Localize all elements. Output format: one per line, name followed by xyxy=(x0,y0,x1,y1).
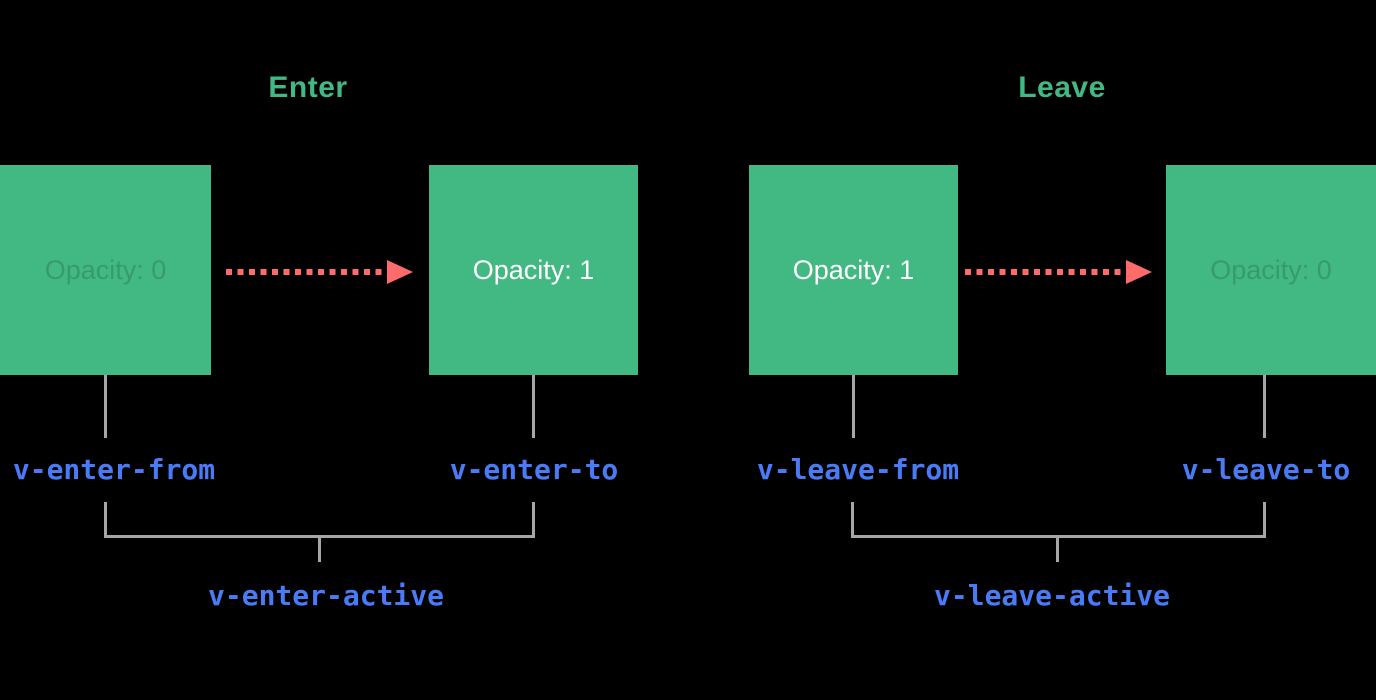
opacity-label: Opacity: 1 xyxy=(792,254,915,285)
opacity-label: Opacity: 0 xyxy=(1210,254,1332,285)
enter-from-class-label: v-enter-from xyxy=(12,453,216,486)
leave-active-bracket-stem xyxy=(1056,538,1059,562)
enter-active-class-label: v-enter-active xyxy=(207,579,445,612)
enter-dashed-arrow-icon xyxy=(226,260,413,284)
connector-line xyxy=(1263,375,1266,438)
leave-active-class-label: v-leave-active xyxy=(933,579,1171,612)
enter-active-bracket-stem xyxy=(318,538,321,562)
leave-from-box: Opacity: 1 xyxy=(749,165,958,375)
leave-from-class-label: v-leave-from xyxy=(756,453,960,486)
leave-to-box: Opacity: 0 xyxy=(1166,165,1376,375)
leave-dashed-arrow-icon xyxy=(965,260,1152,284)
enter-to-box: Opacity: 1 xyxy=(429,165,638,375)
leave-to-class-label: v-leave-to xyxy=(1181,453,1351,486)
enter-to-class-label: v-enter-to xyxy=(449,453,619,486)
connector-line xyxy=(104,375,107,438)
leave-section-title: Leave xyxy=(1018,71,1106,104)
opacity-label: Opacity: 0 xyxy=(44,254,167,285)
leave-active-bracket xyxy=(851,502,1266,538)
enter-active-bracket xyxy=(104,502,535,538)
enter-from-box: Opacity: 0 xyxy=(0,165,211,375)
enter-section-title: Enter xyxy=(268,71,348,104)
opacity-label: Opacity: 1 xyxy=(472,254,595,285)
connector-line xyxy=(852,375,855,438)
connector-line xyxy=(532,375,535,438)
